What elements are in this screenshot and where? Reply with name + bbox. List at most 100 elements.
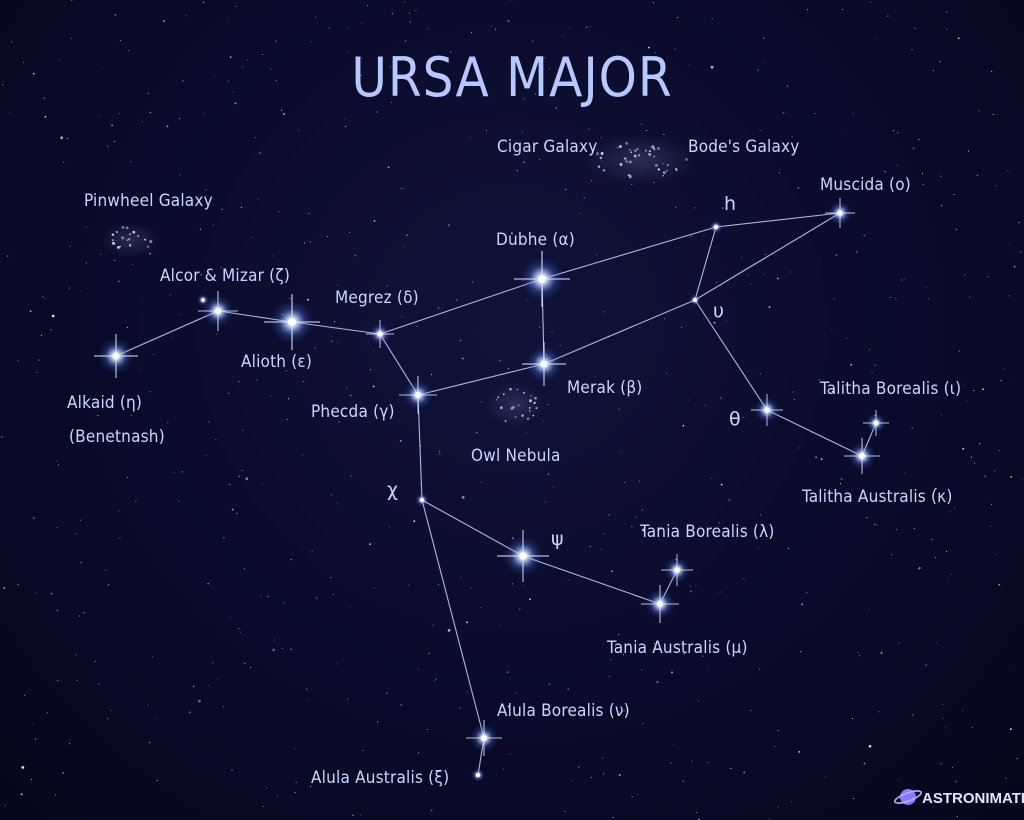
background-star	[835, 254, 838, 256]
background-star	[35, 738, 37, 740]
background-star	[932, 69, 934, 72]
background-star	[32, 517, 35, 520]
background-star	[298, 130, 300, 132]
background-star	[267, 595, 269, 598]
background-star	[842, 9, 844, 11]
background-star	[290, 648, 292, 650]
line-upsilon-theta	[694, 299, 768, 411]
background-star	[369, 543, 372, 546]
label-talitha-australis: Talitha Australis (κ)	[801, 487, 953, 507]
cluster-dot	[633, 154, 637, 158]
background-star	[940, 205, 943, 207]
background-star	[583, 197, 585, 199]
background-star	[401, 188, 403, 190]
cluster-dot	[648, 150, 651, 153]
background-star	[638, 480, 640, 482]
line-phecda-tania	[417, 394, 678, 605]
background-star	[725, 320, 728, 322]
background-star	[459, 707, 461, 709]
cluster-dot	[529, 399, 532, 403]
background-star	[612, 816, 614, 818]
cluster-dot	[628, 160, 632, 164]
star-upsilon	[689, 294, 701, 306]
cluster-dot	[530, 395, 533, 397]
background-star	[308, 212, 310, 214]
background-star	[228, 80, 230, 82]
background-star	[683, 653, 686, 655]
background-star	[156, 717, 158, 719]
background-star	[332, 593, 334, 596]
background-star	[238, 475, 240, 477]
background-star	[306, 688, 308, 690]
background-star	[22, 61, 24, 63]
background-star	[270, 395, 272, 397]
background-star	[705, 404, 707, 406]
background-star	[750, 709, 752, 711]
background-star	[244, 662, 246, 664]
label-theta: θ	[729, 408, 741, 430]
background-star	[974, 462, 976, 464]
background-star	[130, 415, 132, 417]
background-star	[526, 298, 528, 300]
background-star	[416, 325, 418, 327]
background-star	[400, 704, 402, 706]
background-star	[20, 793, 23, 796]
background-star	[815, 456, 817, 459]
background-star	[631, 526, 633, 528]
star-alkaid	[94, 334, 138, 378]
background-star	[763, 37, 765, 39]
cluster-dot	[121, 236, 125, 240]
background-star	[869, 348, 871, 350]
cluster-dot	[625, 160, 628, 163]
cluster-dot	[662, 174, 664, 177]
background-star	[925, 664, 927, 666]
background-star	[278, 210, 280, 213]
background-star	[768, 306, 771, 308]
star-alula-australis	[471, 768, 485, 782]
background-star	[866, 517, 868, 519]
background-star	[337, 284, 339, 286]
background-star	[898, 642, 900, 644]
cluster-dot	[125, 226, 129, 230]
background-star	[242, 429, 244, 431]
background-star	[875, 364, 877, 366]
background-star	[97, 415, 99, 417]
background-star	[295, 781, 298, 784]
cluster-dot	[623, 157, 627, 160]
background-star	[976, 174, 978, 176]
background-star	[695, 584, 697, 587]
background-star	[1018, 221, 1020, 224]
label-alula-borealis: Alula Borealis (ν)	[497, 701, 630, 721]
background-star	[590, 777, 592, 779]
background-star	[171, 337, 173, 339]
background-star	[179, 173, 181, 175]
background-star	[588, 25, 591, 27]
cluster-dot	[665, 169, 668, 172]
background-star	[336, 663, 338, 665]
background-star	[722, 207, 724, 209]
background-star	[713, 321, 716, 324]
background-star	[238, 628, 240, 630]
background-star	[578, 766, 580, 768]
cluster-dot	[523, 391, 526, 394]
background-star	[887, 15, 889, 17]
background-star	[637, 794, 639, 796]
brand-name: ASTRONIMATE	[922, 790, 1024, 807]
background-star	[361, 57, 363, 59]
background-star	[935, 642, 937, 644]
background-star	[330, 494, 332, 496]
background-star	[911, 49, 913, 51]
background-star	[942, 717, 944, 719]
cluster-dot	[516, 388, 519, 391]
label-owl-nebula: Owl Nebula	[471, 446, 561, 466]
background-star	[940, 175, 942, 177]
background-star	[551, 331, 553, 333]
background-star	[333, 321, 336, 323]
background-star	[36, 371, 38, 374]
background-star	[759, 373, 761, 375]
background-star	[673, 743, 675, 745]
background-star	[623, 654, 625, 656]
background-star	[927, 298, 929, 300]
background-star	[567, 688, 570, 690]
background-star	[998, 449, 1000, 452]
